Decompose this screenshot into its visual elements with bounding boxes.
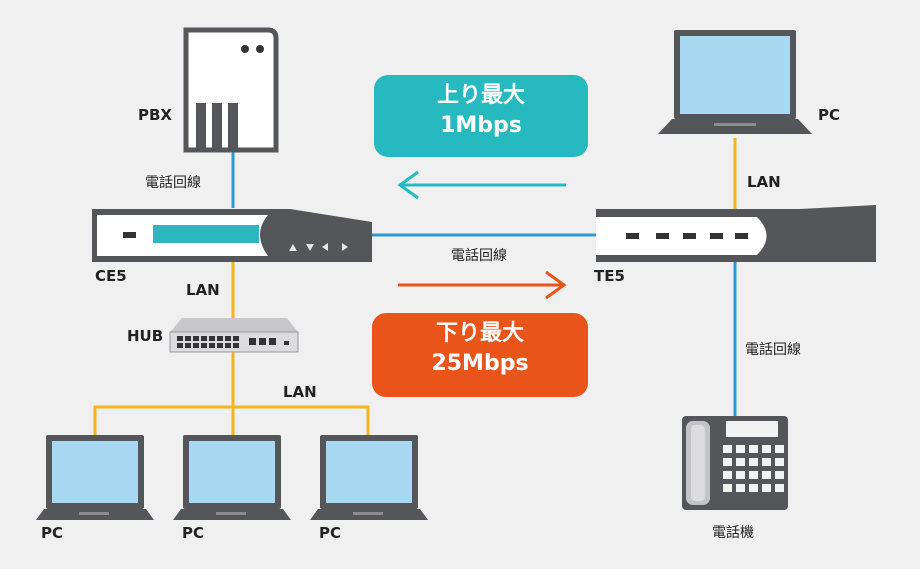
pbx-device <box>183 27 279 153</box>
ce5-te5-line-label: 電話回線 <box>451 248 507 264</box>
upstream-speed-title: 上り最大 <box>436 83 525 108</box>
pc-top-right-device <box>658 30 812 134</box>
hub-label: HUB <box>127 327 164 345</box>
te5-phone-line-label: 電話回線 <box>745 342 801 358</box>
pc-bottom-2-device <box>173 435 291 520</box>
pc-bottom-1-device <box>36 435 154 520</box>
pc-bottom-3-label: PC <box>319 524 342 542</box>
downstream-speed-title: 下り最大 <box>435 321 524 346</box>
pc-bottom-1-label: PC <box>41 524 64 542</box>
te5-label: TE5 <box>594 267 625 285</box>
hub-pcs-lan-label: LAN <box>283 383 317 401</box>
downstream-speed-value: 25Mbps <box>431 351 529 376</box>
pc-bottom-3-device <box>310 435 428 520</box>
downstream-arrow <box>398 270 567 300</box>
ce5-hub-lan-label: LAN <box>186 281 220 299</box>
upstream-arrow <box>397 170 566 200</box>
telephone-device <box>682 416 788 510</box>
upstream-speed-badge: 上り最大 1Mbps <box>374 75 588 157</box>
lan-line-hub-pcs <box>93 350 370 437</box>
ce5-label: CE5 <box>95 267 127 285</box>
pc-te5-lan-label: LAN <box>747 173 781 191</box>
upstream-speed-value: 1Mbps <box>440 113 522 138</box>
telephone-label: 電話機 <box>712 525 754 541</box>
pbx-ce5-line-label: 電話回線 <box>145 175 201 191</box>
downstream-speed-badge: 下り最大 25Mbps <box>372 313 588 397</box>
ce5-device <box>92 209 372 262</box>
hub-device <box>169 318 299 353</box>
pc-top-right-label: PC <box>818 106 841 124</box>
pc-bottom-2-label: PC <box>182 524 205 542</box>
te5-device <box>596 205 876 262</box>
pbx-label: PBX <box>138 106 172 124</box>
